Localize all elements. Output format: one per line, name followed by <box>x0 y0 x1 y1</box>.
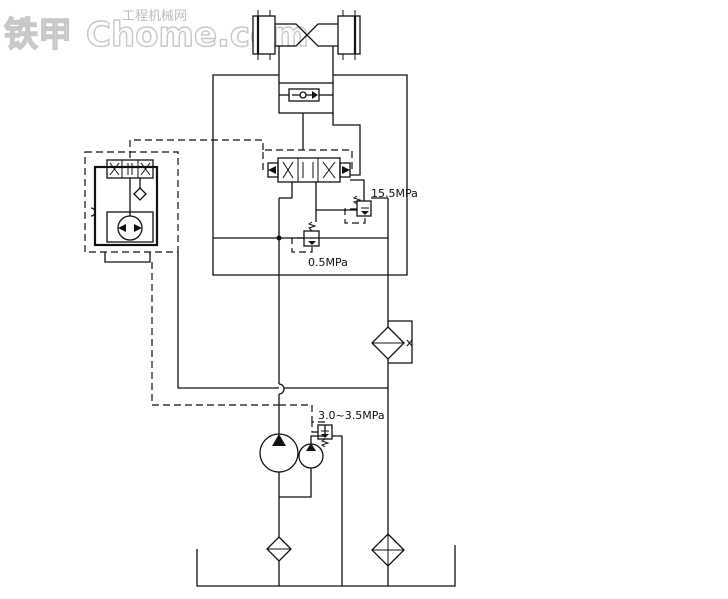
main-pipelines <box>276 197 389 542</box>
label-relief-secondary: 0.5MPa <box>308 256 348 269</box>
relief-valve-secondary <box>291 200 320 253</box>
relief-valve-main <box>316 179 372 224</box>
left-subsystem-lines <box>104 252 279 406</box>
shuttle-valve <box>278 82 361 176</box>
main-directional-valve <box>267 157 351 200</box>
watermark-tagline: 工程机械网 <box>122 9 187 24</box>
suction-filter <box>266 536 292 586</box>
top-cylinder-left <box>252 10 276 60</box>
left-directional-valve <box>106 159 154 201</box>
pilot-lines-main <box>129 139 353 170</box>
charge-pump <box>279 425 326 498</box>
valve-block-outline <box>212 74 408 276</box>
return-filter-upper <box>371 320 413 364</box>
return-filter-lower <box>371 533 405 586</box>
watermark-brand: 铁甲 <box>4 15 72 55</box>
relief-valve-charge <box>279 404 343 586</box>
label-relief-main: 15.5MPa <box>371 187 418 200</box>
top-cylinder-right <box>337 10 361 60</box>
tank <box>196 545 456 587</box>
main-pump <box>259 433 299 542</box>
label-relief-charge: 3.0~3.5MPa <box>318 409 385 422</box>
cylinder-cross-lines <box>275 23 338 83</box>
left-motor <box>90 200 154 243</box>
left-subsystem-frame <box>84 151 179 253</box>
